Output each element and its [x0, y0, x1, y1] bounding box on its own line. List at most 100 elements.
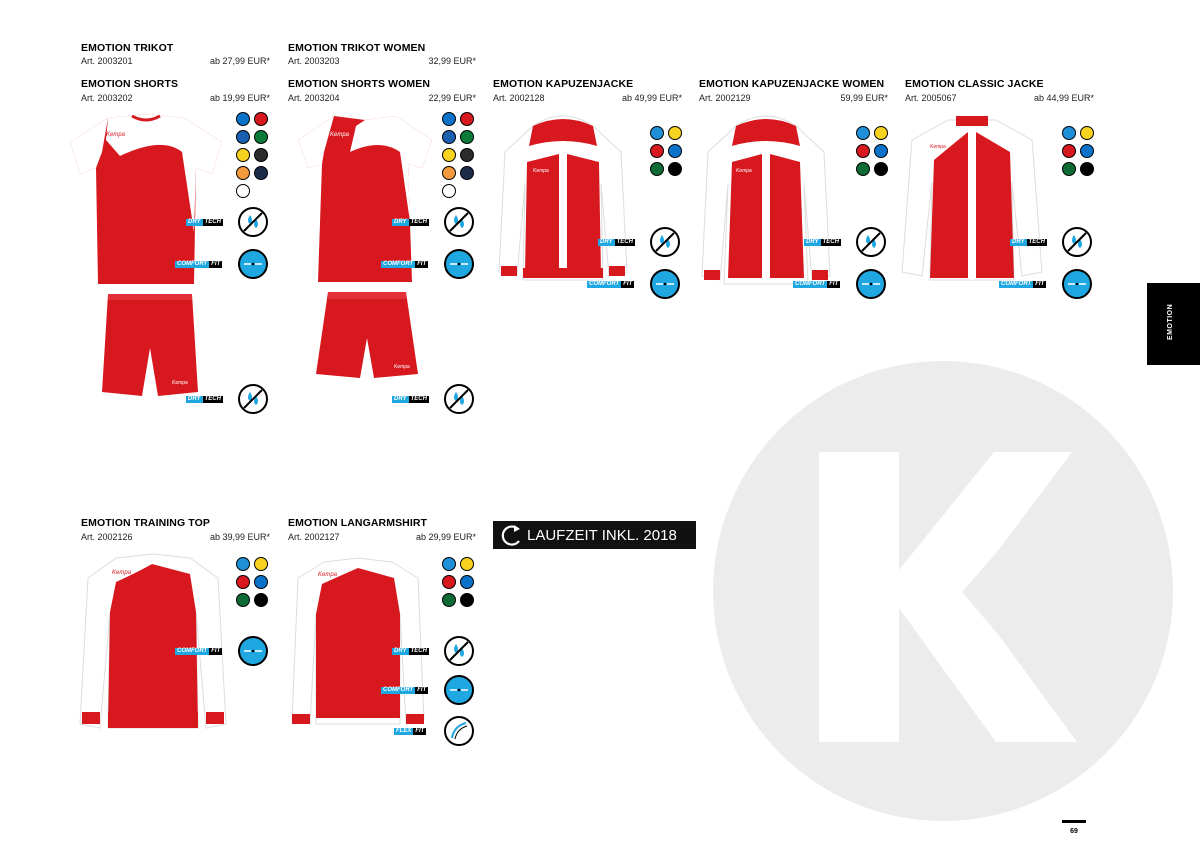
product-title: EMOTION CLASSIC JACKE [905, 78, 1044, 90]
laufzeit-banner: LAUFZEIT INKL. 2018 [493, 521, 696, 549]
langarmshirt-image: Kempa [291, 557, 425, 725]
dry-tech-icon [238, 207, 268, 237]
article-number: Art. 2002127 [288, 532, 340, 542]
section-tab: EMOTION [1147, 283, 1200, 365]
color-swatch-red [236, 575, 250, 589]
color-swatch-blue [874, 144, 888, 158]
product-price: ab 27,99 EUR* [209, 56, 270, 66]
color-swatch-lightblue [236, 557, 250, 571]
shorts-image: Kempa [102, 294, 198, 396]
dry-tech-icon [650, 227, 680, 257]
color-swatch-orange [236, 166, 250, 180]
product-title: EMOTION TRIKOT [81, 42, 174, 54]
flex-fit-icon [444, 716, 474, 746]
article-number: Art. 2003203 [288, 56, 340, 66]
garment-brand: Kempa [394, 364, 410, 370]
dry-tech-icon [444, 636, 474, 666]
dry-tech-icon [444, 207, 474, 237]
classic-jacke-image: Kempa [901, 116, 1043, 281]
dry-tech-icon [856, 227, 886, 257]
color-swatch-darkgreen [236, 593, 250, 607]
dry-tech-icon [444, 384, 474, 414]
garment-brand: Kempa [172, 380, 188, 386]
product-title: EMOTION KAPUZENJACKE WOMEN [699, 78, 885, 90]
color-swatch-black [1080, 162, 1094, 176]
dry-tech-icon [1062, 227, 1092, 257]
color-swatch-anthracite [254, 148, 268, 162]
color-swatch-royal [236, 130, 250, 144]
product-price: ab 39,99 EUR* [209, 532, 270, 542]
kapuzenjacke-image: Kempa [498, 115, 628, 281]
garment-brand: Kempa [533, 168, 549, 174]
shorts-women-image: Kempa [316, 292, 418, 378]
color-swatch-green [460, 130, 474, 144]
kempa-k-watermark [713, 361, 1173, 821]
color-swatch-navy [460, 166, 474, 180]
garment-brand: Kempa [106, 132, 126, 138]
comfort-fit-icon [238, 249, 268, 279]
product-price: 32,99 EUR* [428, 56, 476, 66]
comfort-fit-icon [238, 636, 268, 666]
color-swatch-navy [254, 166, 268, 180]
color-swatch-lightblue [650, 126, 664, 140]
product-price: 59,99 EUR* [840, 93, 888, 103]
color-swatch-yellow [236, 148, 250, 162]
color-swatch-blue [254, 575, 268, 589]
garment-brand: Kempa [112, 570, 132, 576]
product-price: 22,99 EUR* [428, 93, 476, 103]
garment-brand: Kempa [330, 132, 350, 138]
garment-brand: Kempa [736, 168, 752, 174]
color-swatch-royal [442, 130, 456, 144]
color-swatch-darkgreen [1062, 162, 1076, 176]
color-swatch-red [254, 112, 268, 126]
article-number: Art. 2003201 [81, 56, 133, 66]
color-swatch-anthracite [460, 148, 474, 162]
kapuzenjacke-women-image: Kempa [701, 115, 831, 285]
garment-brand: Kempa [318, 572, 338, 578]
color-swatch-yellow [874, 126, 888, 140]
article-number: Art. 2005067 [905, 93, 957, 103]
training-top-image: Kempa [79, 553, 227, 729]
color-swatch-white [442, 184, 456, 198]
color-swatch-red [856, 144, 870, 158]
article-number: Art. 2002128 [493, 93, 545, 103]
product-title: EMOTION TRIKOT WOMEN [288, 42, 426, 54]
product-price: ab 44,99 EUR* [1033, 93, 1094, 103]
product-title: EMOTION SHORTS [81, 78, 179, 90]
page-number: 69 [1070, 828, 1078, 835]
article-number: Art. 2003202 [81, 93, 133, 103]
color-swatch-blue [236, 112, 250, 126]
laufzeit-text: LAUFZEIT INKL. 2018 [527, 526, 677, 544]
page-number-rule [1062, 820, 1086, 823]
product-price: ab 19,99 EUR* [209, 93, 270, 103]
comfort-fit-icon [856, 269, 886, 299]
color-swatch-black [460, 593, 474, 607]
color-swatch-green [254, 130, 268, 144]
comfort-fit-icon [444, 675, 474, 705]
color-swatch-yellow [442, 148, 456, 162]
color-swatch-darkgreen [856, 162, 870, 176]
color-swatch-black [874, 162, 888, 176]
article-number: Art. 2002126 [81, 532, 133, 542]
color-swatch-black [254, 593, 268, 607]
product-price: ab 29,99 EUR* [415, 532, 476, 542]
trikot-image: Kempa [70, 114, 222, 284]
color-swatch-white [236, 184, 250, 198]
comfort-fit-icon [1062, 269, 1092, 299]
trikot-women-image: Kempa [298, 116, 432, 282]
color-swatch-yellow [1080, 126, 1094, 140]
comfort-fit-icon [444, 249, 474, 279]
color-swatch-darkgreen [650, 162, 664, 176]
